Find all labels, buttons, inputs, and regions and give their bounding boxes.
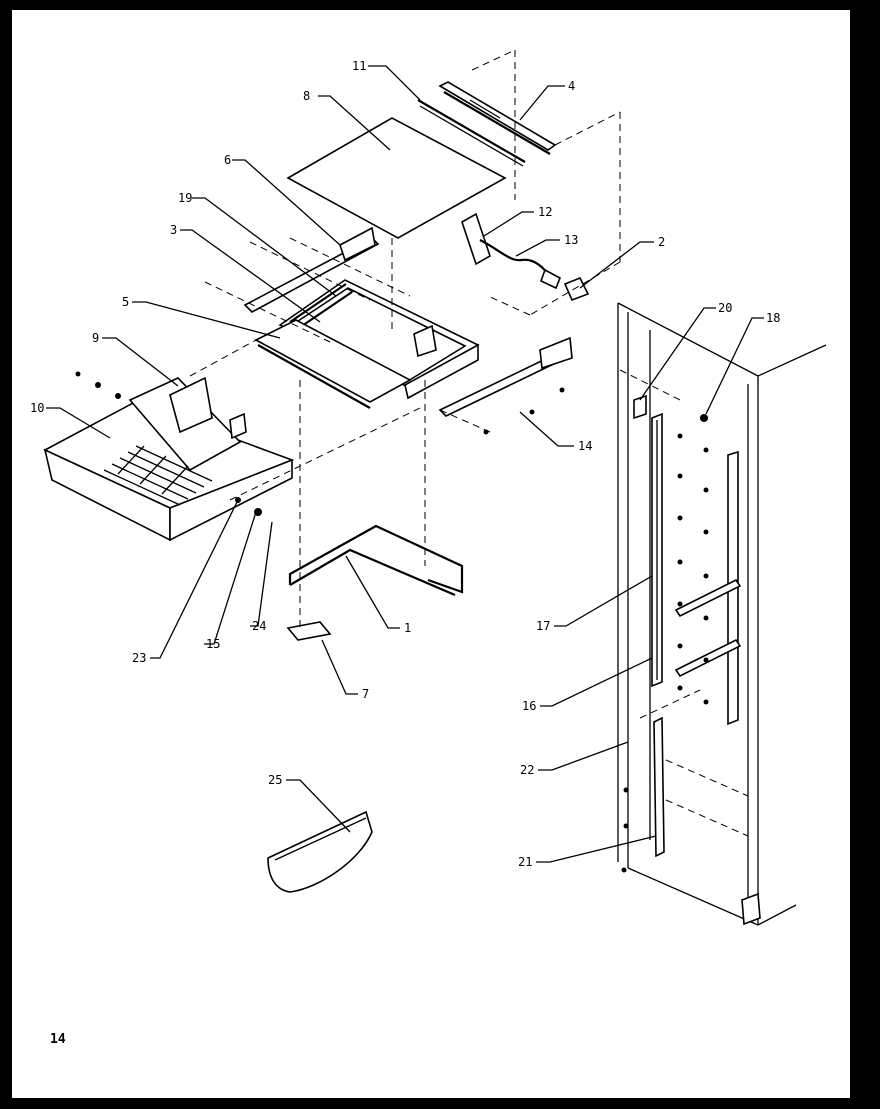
screws <box>75 371 709 873</box>
part-13-linkage <box>479 239 562 290</box>
callout-25: 25 <box>268 773 282 787</box>
callout-11: 11 <box>352 59 366 73</box>
part-2-hinge <box>563 276 590 302</box>
part-1-wire-frame <box>288 524 464 597</box>
cabinet-liner <box>617 302 827 926</box>
callout-22: 22 <box>520 763 534 777</box>
part-8-shelf-glass <box>286 117 507 239</box>
ladder-brackets <box>674 578 742 678</box>
callout-7: 7 <box>362 687 369 701</box>
part-11-rail <box>417 99 526 167</box>
callout-1: 1 <box>404 621 411 635</box>
callout-10: 10 <box>30 401 44 415</box>
crisper-grille <box>103 445 213 506</box>
callout-labels: 11 4 8 6 19 3 5 9 10 12 13 2 14 1 7 25 2… <box>30 59 780 869</box>
part-4-rail-bracket <box>438 81 557 155</box>
callout-23: 23 <box>132 651 146 665</box>
callout-21: 21 <box>518 855 532 869</box>
callout-5: 5 <box>122 295 129 309</box>
part-21-rail <box>653 716 665 858</box>
assembly-lines <box>189 49 749 837</box>
part-6-shelf-side <box>243 226 380 313</box>
callout-8: 8 <box>303 89 310 103</box>
part-25-door-bin <box>267 810 373 893</box>
callout-24: 24 <box>252 619 266 633</box>
callout-17: 17 <box>536 619 550 633</box>
callout-15: 15 <box>206 637 220 651</box>
callout-2: 2 <box>658 235 665 249</box>
page-number: 14 <box>50 1032 66 1047</box>
callout-18: 18 <box>766 311 780 325</box>
part-5-shelf-trim <box>254 319 412 409</box>
part-12-bracket <box>461 212 491 266</box>
callout-13: 13 <box>564 233 578 247</box>
callout-19: 19 <box>178 191 192 205</box>
leader-lines <box>46 65 764 863</box>
callout-20: 20 <box>718 301 732 315</box>
callout-4: 4 <box>568 79 575 93</box>
part-16-ladder <box>651 412 663 688</box>
callout-6: 6 <box>224 153 231 167</box>
part-7-clip <box>286 621 332 641</box>
part-9-drawer-cover <box>169 376 247 440</box>
part-14-support-rods <box>438 336 573 417</box>
callout-3: 3 <box>170 223 177 237</box>
callout-9: 9 <box>92 331 99 345</box>
callout-16: 16 <box>522 699 536 713</box>
callout-14: 14 <box>578 439 592 453</box>
callout-12: 12 <box>538 205 552 219</box>
